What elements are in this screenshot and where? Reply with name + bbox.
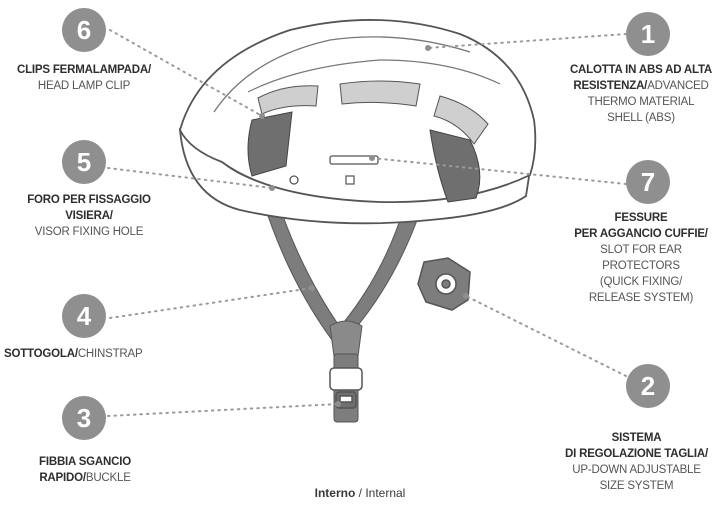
size-adjust-knob (418, 258, 470, 310)
caption-text: / Internal (355, 486, 405, 500)
badge-6: 6 (62, 8, 106, 52)
badge-3: 3 (62, 396, 106, 440)
caption-bold: Interno (315, 486, 356, 500)
label-chinstrap: SOTTOGOLA/CHINSTRAP (4, 346, 184, 362)
badge-1: 1 (626, 12, 670, 56)
badge-2: 2 (626, 364, 670, 408)
badge-4: 4 (62, 294, 106, 338)
badge-7: 7 (626, 160, 670, 204)
badge-5: 5 (62, 140, 106, 184)
label-lamp-clip: CLIPS FERMALAMPADA/HEAD LAMP CLIP (2, 62, 166, 94)
visor-hole (290, 176, 298, 184)
caption: Interno / Internal (290, 486, 430, 500)
